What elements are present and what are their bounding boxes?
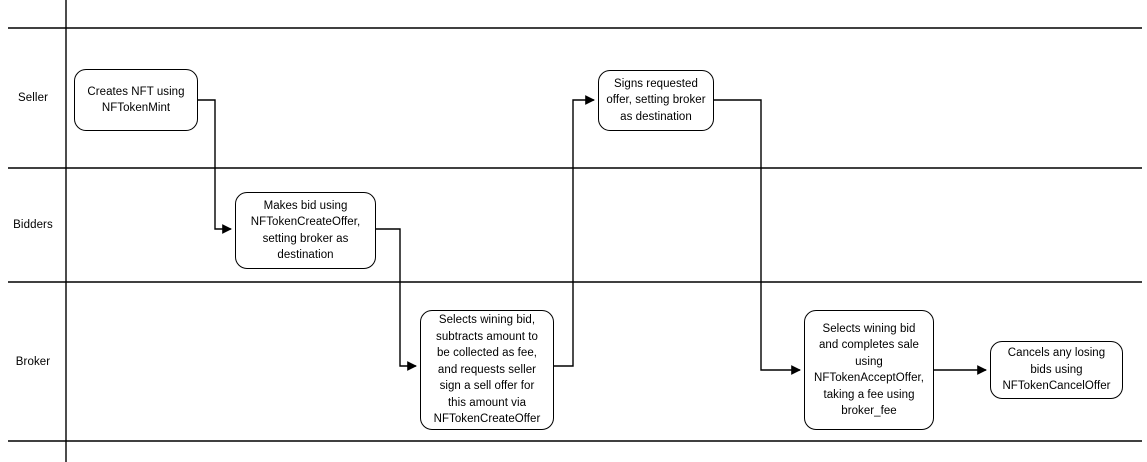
process-node-label: Selects wining bid, subtracts amount to …: [433, 314, 541, 426]
process-node-selects-wining-bid-fee[interactable]: Selects wining bid, subtracts amount to …: [420, 310, 554, 430]
process-node-label: Signs requested offer, setting broker as…: [606, 77, 706, 123]
edge-bid-to-selects: [376, 228, 417, 371]
lane-label-broker: Broker: [15, 355, 51, 368]
lane-label-bidders: Bidders: [13, 219, 53, 231]
process-node-completes-sale[interactable]: Selects wining bid and completes sale us…: [804, 310, 934, 430]
connector-layer: [198, 95, 987, 375]
process-node-label: Creates NFT using NFTokenMint: [87, 85, 185, 115]
lane-label-seller: Seller: [17, 92, 49, 104]
process-node-makes-bid[interactable]: Makes bid using NFTokenCreateOffer, sett…: [235, 192, 376, 269]
process-node-label: Selects wining bid and completes sale us…: [813, 322, 925, 418]
edge-creates-to-bid: [198, 99, 232, 234]
edge-selects-to-signs: [554, 95, 595, 367]
edge-signs-to-completes: [714, 99, 801, 375]
process-node-signs-requested-offer[interactable]: Signs requested offer, setting broker as…: [598, 70, 714, 131]
process-node-label: Cancels any losing bids using NFTokenCan…: [1002, 347, 1111, 393]
process-node-cancels-losing-bids[interactable]: Cancels any losing bids using NFTokenCan…: [990, 341, 1123, 399]
process-node-label: Makes bid using NFTokenCreateOffer, sett…: [250, 199, 361, 262]
lane-separator-lines: [8, 27, 1142, 442]
process-node-creates-nft[interactable]: Creates NFT using NFTokenMint: [74, 69, 198, 131]
